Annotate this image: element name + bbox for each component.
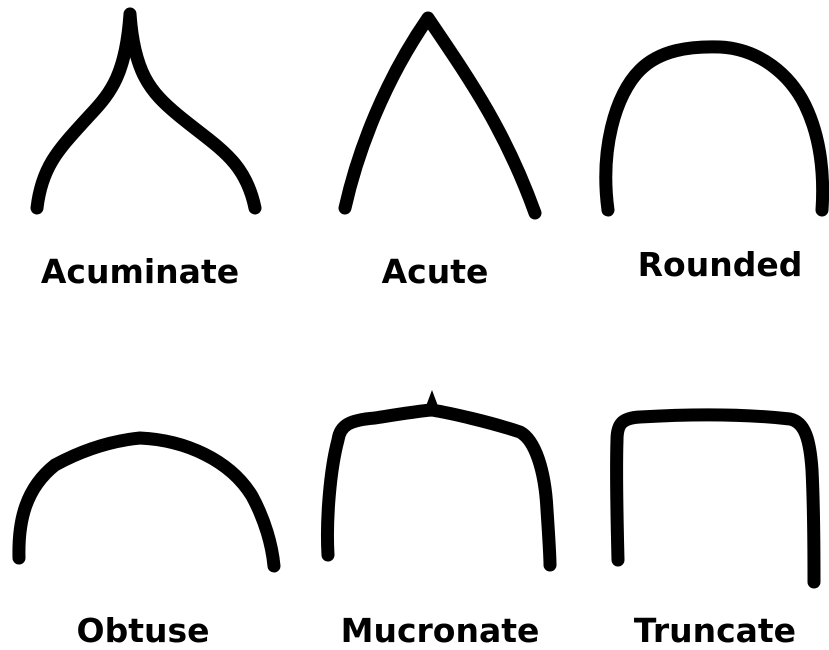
rounded-outline (606, 47, 823, 210)
mucronate-outline (327, 410, 550, 565)
label-acuminate: Acuminate (41, 255, 239, 288)
obtuse-outline (19, 438, 274, 566)
acute-outline (345, 18, 535, 213)
label-obtuse: Obtuse (77, 614, 210, 647)
label-truncate: Truncate (634, 614, 796, 647)
mucronate-tip (423, 390, 441, 414)
label-rounded: Rounded (638, 248, 803, 281)
truncate-outline (617, 415, 814, 582)
acuminate-outline (37, 14, 255, 208)
label-mucronate: Mucronate (341, 614, 540, 647)
label-acute: Acute (382, 255, 489, 288)
